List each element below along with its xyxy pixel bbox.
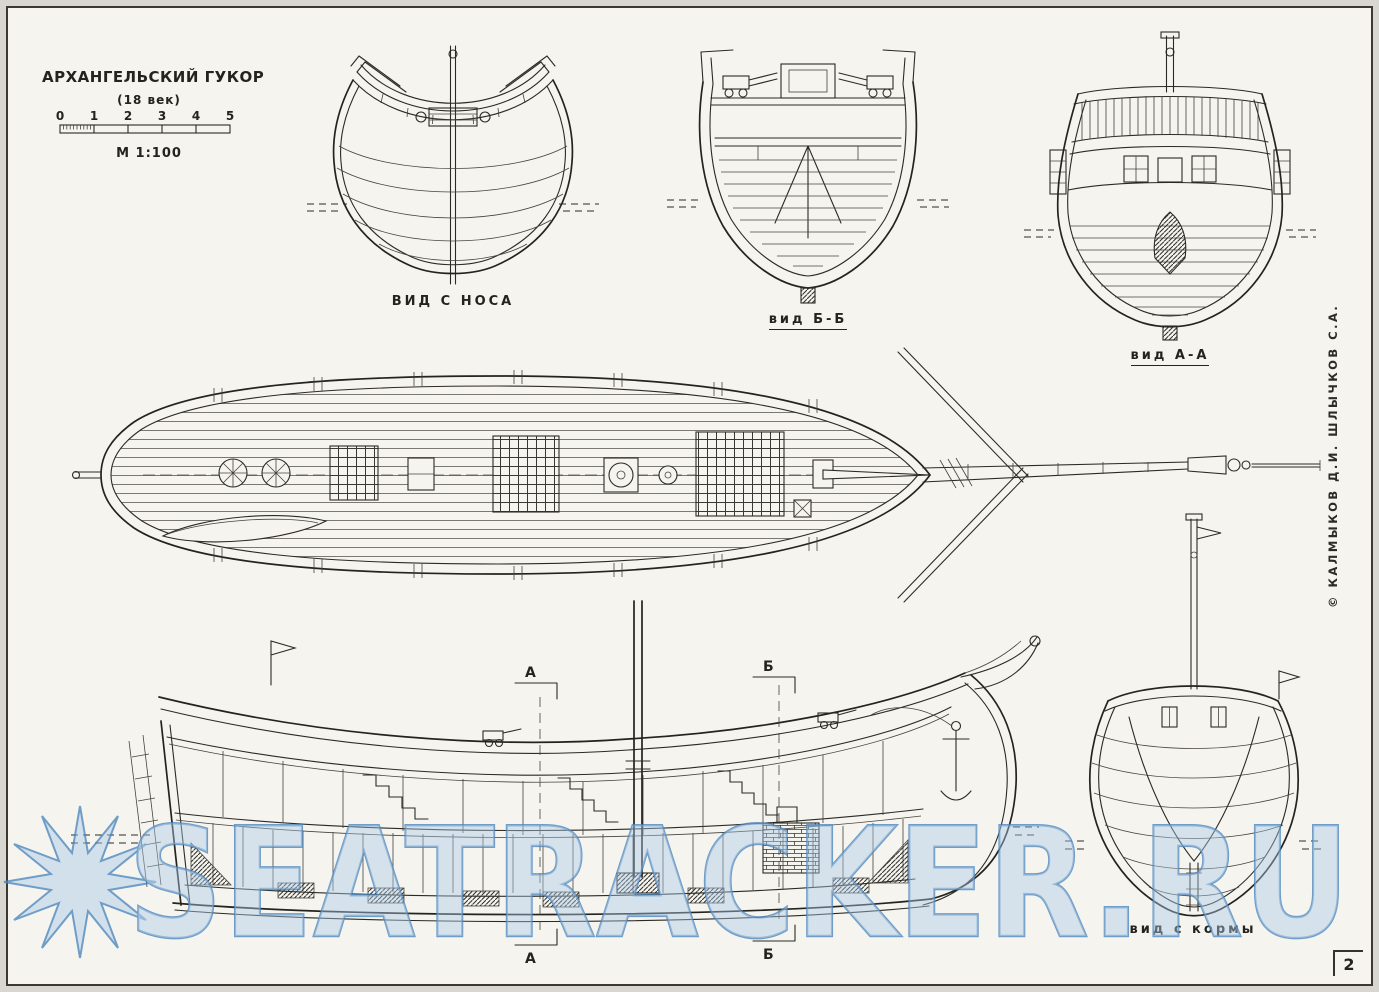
stern-view-drawing — [1065, 513, 1321, 917]
scale-tick: 2 — [124, 109, 132, 123]
deck-plan-view — [68, 340, 1328, 610]
galley-stove — [762, 822, 820, 874]
deck-stanchions — [222, 741, 884, 835]
stern-flag — [270, 640, 297, 686]
title-block: АРХАНГЕЛЬСКИЙ ГУКОР (18 век) 0 1 2 3 4 5… — [42, 68, 265, 161]
bowsprit — [922, 455, 1321, 489]
bow-view-drawing — [307, 45, 599, 285]
section-marker-b-bottom: Б — [763, 947, 774, 963]
scale-tick: 4 — [192, 109, 200, 123]
scale-ruler: 0 1 2 3 4 5 — [56, 109, 234, 134]
drawing-subtitle: (18 век) — [117, 93, 181, 107]
bow-view: ВИД С НОСА — [303, 38, 603, 309]
author-credit: © КАЛМЫКОВ Д.И. ШЛЫЧКОВ С.А. — [1326, 303, 1340, 608]
deck-edge-bollards — [213, 370, 818, 580]
section-bb-drawing — [667, 49, 949, 304]
section-marker-b-top: Б — [763, 659, 774, 675]
deck-plan-drawing — [71, 347, 1321, 603]
side-profile-drawing: А Б А Б — [71, 600, 1041, 967]
side-profile-view: А Б А Б — [63, 585, 1043, 983]
grating-hatch — [329, 445, 379, 501]
stern-view: вид с кормы — [1063, 511, 1323, 951]
anchor — [870, 707, 972, 801]
bow-view-label: ВИД С НОСА — [391, 294, 515, 309]
section-aa-view: вид А-А — [1020, 30, 1320, 366]
ships-boat — [161, 515, 328, 543]
page-number: 2 — [1333, 950, 1363, 976]
section-marker-a-top: А — [525, 665, 536, 681]
section-aa-label: вид А-А — [1020, 348, 1320, 366]
windlass — [218, 458, 291, 488]
tiller — [822, 469, 931, 480]
section-aa-drawing — [1024, 31, 1316, 341]
ladder — [557, 777, 619, 823]
drawing-title: АРХАНГЕЛЬСКИЙ ГУКОР — [42, 68, 265, 86]
deck-cannon — [482, 728, 522, 748]
grating-hatch — [492, 435, 560, 513]
grating-hatch — [695, 431, 785, 517]
scale-bar — [59, 124, 231, 134]
scale-label: М 1:100 — [116, 146, 182, 161]
scale-tick: 1 — [90, 109, 98, 123]
hold-frames — [212, 819, 904, 893]
section-bb-label: вид Б-Б — [663, 312, 953, 330]
ladder — [717, 770, 779, 816]
stern-view-label: вид с кормы — [1129, 922, 1257, 937]
drawing-sheet: АРХАНГЕЛЬСКИЙ ГУКОР (18 век) 0 1 2 3 4 5… — [6, 6, 1373, 986]
section-bb-view: вид Б-Б — [663, 38, 953, 330]
deck-cannon — [817, 709, 857, 730]
scale-tick: 0 — [56, 109, 64, 123]
ladder — [362, 774, 429, 820]
main-mast — [633, 600, 643, 878]
mizzen-mast — [1190, 518, 1198, 690]
section-marker-a-bottom: А — [525, 951, 536, 967]
scale-tick: 3 — [158, 109, 166, 123]
scale-tick: 5 — [226, 109, 234, 123]
rudder — [1189, 862, 1199, 912]
